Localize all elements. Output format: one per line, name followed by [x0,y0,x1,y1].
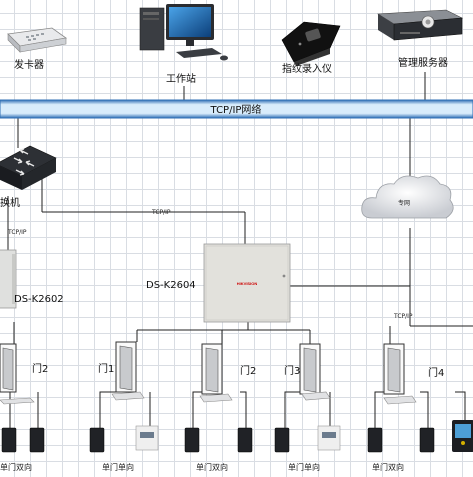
left-controller-label: DS-K2602 [14,294,64,305]
exit-button-icons [135,425,341,451]
server-label: 管理服务器 [398,56,448,69]
desktop-computer-icon [139,4,228,61]
card-reader-devices [1,427,435,453]
bottom-label-3: 单门双向 [196,462,228,472]
door-icon-2 [115,341,137,393]
wire-4a [284,391,300,428]
door-icon-5 [383,343,405,395]
tcp-label-center: TCP/IP [151,209,171,216]
card-issuer-label: 发卡器 [14,58,44,71]
door-label-5: 门4 [428,366,444,379]
controller-cabinet-icon [203,243,291,323]
cloud-label: 专网 [398,199,410,207]
tcp-ip-bus: TCP/IP网络 [0,99,473,119]
fingerprint-scanner-icon [281,21,341,66]
bottom-label-4: 单门单向 [288,462,320,472]
door-lock-icons [0,391,417,405]
tcp-label-left: TCP/IP [7,229,27,236]
left-controller-icon [0,249,17,309]
wire-5a [374,391,385,428]
fingerprint-label: 指纹录入仪 [282,62,332,75]
door-icon-4 [299,343,321,395]
rack-server-icon [377,9,464,41]
door-label-2: 门1 [98,362,114,375]
door-label-1: 门2 [32,362,48,375]
workstation-label: 工作站 [166,72,196,85]
wire-5c [455,391,466,420]
door-label-3: 门2 [240,364,256,377]
door-icon-1 [0,343,17,393]
card-reader-icon [7,27,68,53]
door-icon-3 [201,343,223,395]
wire-3a [192,391,205,428]
cloud-icon [361,175,454,219]
bus-label: TCP/IP网络 [210,103,262,116]
tcp-label-right: TCP/IP [393,313,413,320]
brand-logo: HIKVISION [237,281,258,286]
center-controller-label: DS-K2604 [146,280,196,291]
bottom-label-5: 单门双向 [372,462,404,472]
wire-2a [99,391,118,428]
bottom-label-1: 单门双向 [0,462,32,472]
switch-label: 换机 [0,196,20,209]
door-label-4: 门3 [284,364,300,377]
network-switch-icon [0,145,57,190]
face-terminal-icon [452,420,473,452]
connection-lines [7,72,473,428]
wire-5b [420,391,429,428]
wire-3b [240,391,247,428]
bottom-label-2: 单门单向 [102,462,134,472]
